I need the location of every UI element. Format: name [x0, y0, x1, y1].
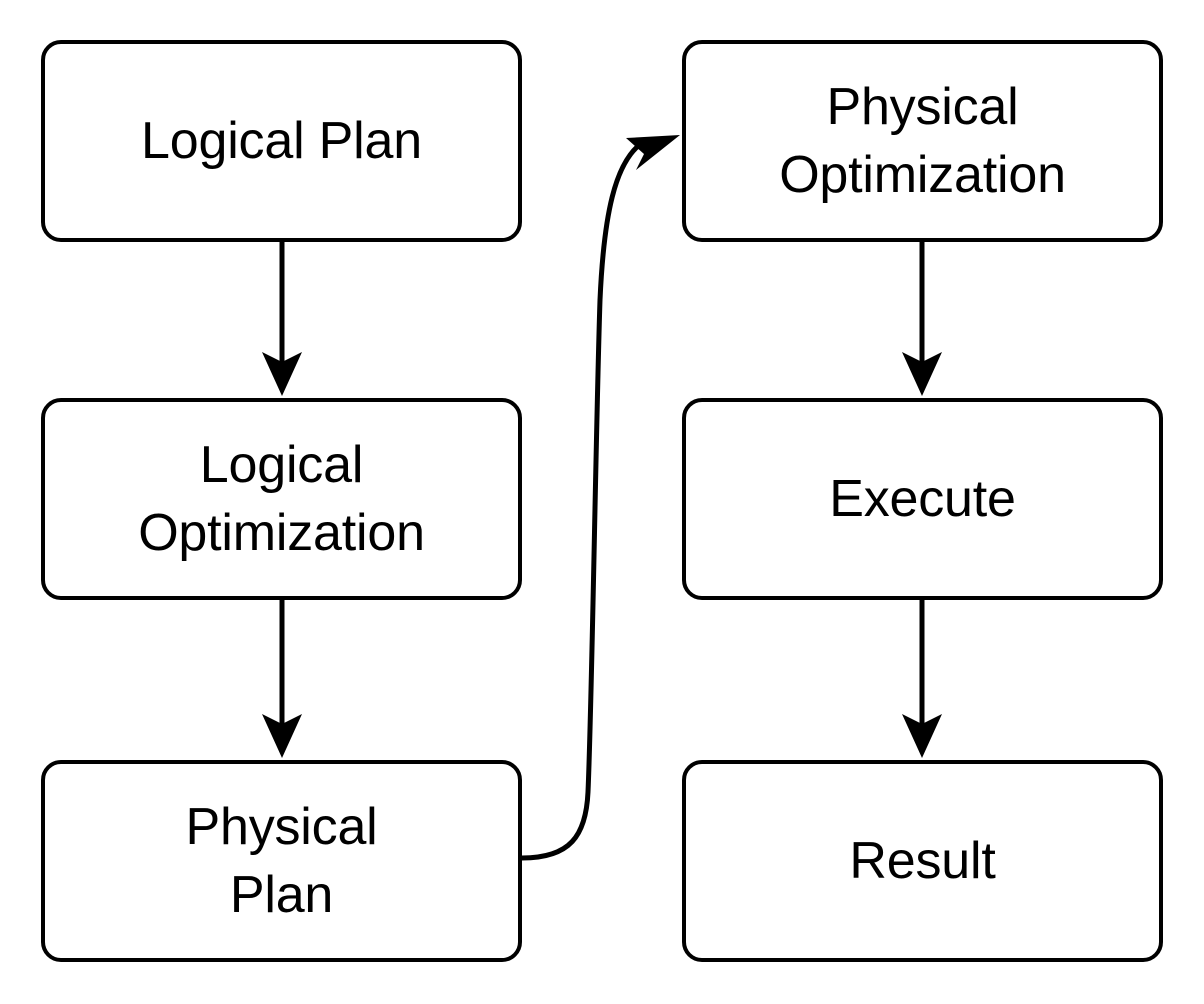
arrowhead-icon	[262, 352, 302, 396]
edge-logical-optimization-to-physical-plan	[262, 600, 302, 758]
edge-physical-optimization-to-execute	[902, 242, 942, 396]
edge-logical-plan-to-logical-optimization	[262, 242, 302, 396]
node-result[interactable]: Result	[682, 760, 1163, 962]
node-logical-optimization[interactable]: Logical Optimization	[41, 398, 522, 600]
node-logical-plan-label: Logical Plan	[141, 112, 422, 170]
node-execute-label: Execute	[829, 470, 1016, 528]
node-logical-optimization-label: Logical Optimization	[138, 436, 425, 562]
node-logical-plan[interactable]: Logical Plan	[41, 40, 522, 242]
edge-physical-plan-to-physical-optimization	[519, 135, 680, 861]
node-physical-optimization[interactable]: Physical Optimization	[682, 40, 1163, 242]
arrowhead-icon	[902, 714, 942, 758]
edge-execute-to-result	[902, 600, 942, 758]
node-physical-plan-label: Physical Plan	[185, 798, 378, 924]
arrowhead-icon	[262, 714, 302, 758]
node-physical-optimization-label: Physical Optimization	[779, 78, 1066, 204]
arrowhead-icon	[626, 135, 680, 170]
node-execute[interactable]: Execute	[682, 398, 1163, 600]
arrowhead-icon	[902, 352, 942, 396]
node-result-label: Result	[849, 832, 996, 890]
node-physical-plan[interactable]: Physical Plan	[41, 760, 522, 962]
